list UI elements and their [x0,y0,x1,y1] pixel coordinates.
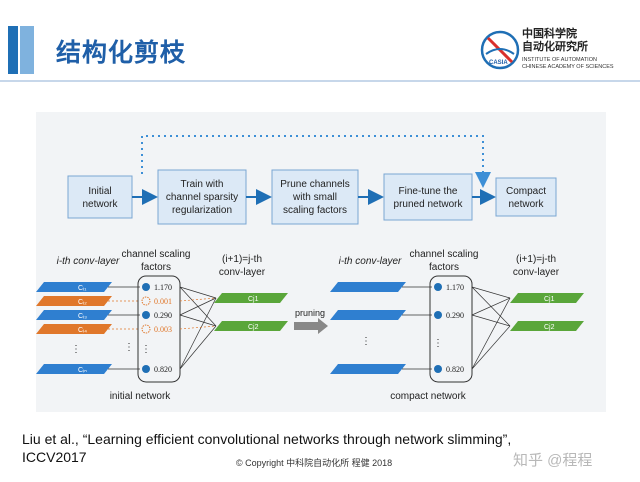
left-next-label-2: conv-layer [219,267,266,278]
svg-text:⋮: ⋮ [433,338,443,349]
right-factors: ⋮ [433,283,443,373]
flow-step-finetune: Fine-tune the pruned network [383,173,473,221]
logo-line2: 自动化研究所 [522,41,588,53]
flow-step-prune: Prune channels with small scaling factor… [271,169,359,225]
right-scaling-label-1: channel scaling [410,249,479,260]
flow-text: channel sparsity [166,192,238,203]
channel-label: Cᵢ₃ [78,313,87,320]
factor-value: 0.820 [446,365,464,374]
left-scaling-label-2: factors [141,262,171,273]
out-channel-label: Cj2 [248,324,259,331]
svg-text:⋮: ⋮ [141,344,151,355]
pruning-label: pruning [295,308,325,318]
header-divider [0,80,640,82]
right-conv-label: i-th conv-layer [339,256,402,267]
out-channel-bar [214,321,288,331]
flow-text: network [82,199,118,210]
feedback-loop-line [141,135,484,174]
flow-text: Compact [506,186,546,197]
channel-label: Cᵢ₄ [78,327,87,334]
left-fan-connections [179,286,217,370]
citation-caption: Liu et al., “Learning efficient convolut… [22,430,511,466]
out-channel-bar [510,293,584,303]
logo-line1: 中国科学院 [522,28,577,40]
flow-text: Prune channels [280,179,350,190]
out-channel-label: Cj1 [248,296,259,303]
title-accent-bar-light [20,26,34,74]
left-connectors [108,286,140,370]
ellipsis-vertical: ⋮ [124,342,134,353]
title-accent-bar [8,26,18,74]
right-next-label-1: (i+1)=j-th [516,254,556,265]
factor-value: 0.001 [154,297,172,306]
left-conv-label: i-th conv-layer [57,256,120,267]
out-channel-label: Cj1 [544,296,555,303]
watermark-text: 知乎 @程程 [513,452,593,469]
left-factors: ⋮ [141,283,151,373]
flow-step-train: Train with channel sparsity regularizati… [157,169,247,225]
out-channel-bar [214,293,288,303]
left-channels: ⋮ [36,282,112,374]
flow-text: Fine-tune the [399,186,458,197]
flow-step-initial: Initial network [67,175,133,219]
factor-value: 0.820 [154,365,172,374]
out-channel-bar [510,321,584,331]
logo-en1: INSTITUTE OF AUTOMATION [522,57,597,63]
channel-label: Cᵢ₂ [78,299,87,306]
channel-label: Cᵢₙ [78,367,87,374]
flow-text: pruned network [394,199,464,210]
left-scaling-label-1: channel scaling [122,249,191,260]
factor-value: 0.290 [154,311,172,320]
flow-text: network [508,199,544,210]
logo-en2: CHINESE ACADEMY OF SCIENCES [522,64,614,70]
ellipsis-vertical: ⋮ [71,344,81,355]
factor-value: 0.290 [446,311,464,320]
channel-bar [330,282,406,292]
right-scaling-label-2: factors [429,262,459,273]
flow-text: Train with [181,179,224,190]
channel-bar [36,296,112,306]
copyright-text: © Copyright 中科院自动化所 程健 2018 [236,458,393,468]
slide-title: 结构化剪枝 [56,39,187,67]
flow-text: Initial [88,186,111,197]
right-factors-box [429,275,473,383]
logo-mark: CASIA [489,60,508,66]
logo-english-name: INSTITUTE OF AUTOMATION CHINESE ACADEMY … [522,57,614,71]
flow-text: with small [292,192,337,203]
casia-logo-icon [480,30,520,70]
diagram-canvas: Initial network Train with channel spars… [36,135,584,402]
factor-value: 1.170 [446,283,464,292]
channel-bar [36,324,112,334]
channel-bar [36,364,112,374]
factor-value: 0.003 [154,325,172,334]
logo-chinese-name: 中国科学院 自动化研究所 [522,28,588,54]
caption-line1: Liu et al., “Learning efficient convolut… [22,431,512,447]
right-fan-connections [471,286,511,370]
flow-step-compact: Compact network [495,177,557,217]
channel-bar [330,310,406,320]
flow-text: scaling factors [283,205,347,216]
network-slimming-figure: Initial network Train with channel spars… [36,112,606,412]
channel-label: Cᵢ₁ [78,285,87,292]
svg-text:⋮: ⋮ [361,336,371,347]
right-next-label-2: conv-layer [513,267,560,278]
factor-value: 1.170 [154,283,172,292]
left-bottom-label: initial network [110,391,172,402]
right-channels: ⋮ [330,282,406,374]
right-bottom-label: compact network [390,391,467,402]
caption-line2: ICCV2017 [22,449,87,465]
flow-text: regularization [172,205,232,216]
out-channel-label: Cj2 [544,324,555,331]
pruning-arrow-icon [294,318,328,334]
channel-bar [36,310,112,320]
channel-bar [36,282,112,292]
channel-bar [330,364,406,374]
right-connectors [402,286,432,370]
left-next-label-1: (i+1)=j-th [222,254,262,265]
